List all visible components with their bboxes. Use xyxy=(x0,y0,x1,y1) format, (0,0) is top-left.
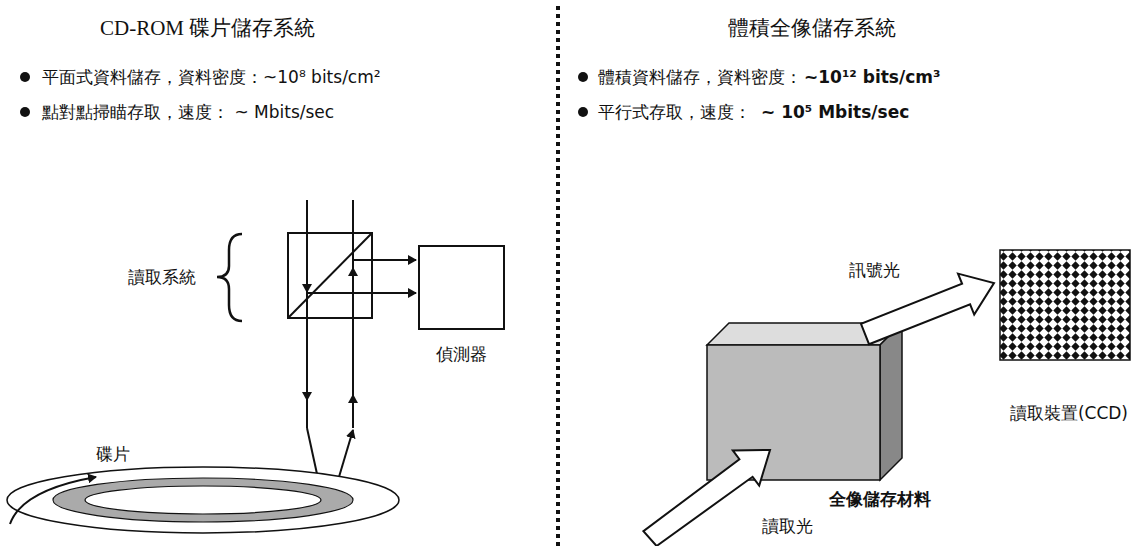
bullet-value: ~ 10⁵ Mbits/sec xyxy=(761,100,909,124)
part-label: 讀取系統 xyxy=(128,265,196,289)
node-label: 偵測器 xyxy=(436,343,487,365)
detector-box: 偵測器 xyxy=(418,245,505,330)
edge-label: 訊號光 xyxy=(849,259,900,281)
signal-arrow xyxy=(861,274,994,345)
storage-material: 全像儲存材料 xyxy=(705,322,905,482)
splitter-diagonal xyxy=(288,233,372,318)
bullet xyxy=(578,107,588,117)
cube-front xyxy=(707,345,880,480)
beam-label: 讀取光 xyxy=(762,514,813,538)
section-title: CD-ROM 碟片儲存系統 xyxy=(100,16,315,40)
node-label: 全像儲存材料 xyxy=(829,488,931,510)
disc xyxy=(7,467,399,533)
ccd-grid xyxy=(1000,250,1130,360)
part-label: 碟片 xyxy=(96,442,130,466)
bullet-text: 點對點掃瞄存取，速度： ~ Mbits/sec xyxy=(42,100,334,124)
disc-track xyxy=(53,478,353,522)
section-title: 體積全像儲存系統 xyxy=(728,16,896,40)
bullet xyxy=(20,72,30,82)
bullet-text: 體積資料儲存，資料密度： xyxy=(598,65,802,89)
beam-splitter xyxy=(288,233,372,318)
bullet-value: ~10¹² bits/cm³ xyxy=(804,65,940,89)
cube-side xyxy=(880,323,902,480)
light-beams xyxy=(307,200,416,497)
bracket xyxy=(217,234,242,321)
bullet xyxy=(20,107,30,117)
node-label: 讀取裝置(CCD) xyxy=(1010,402,1128,424)
read-beam-arrow xyxy=(643,450,770,546)
rotation-arrow xyxy=(10,477,96,524)
ccd-reader: 讀取裝置(CCD) xyxy=(1000,250,1130,360)
divider-line xyxy=(556,6,560,546)
bullet-text: 平面式資料儲存，資料密度：~10⁸ bits/cm² xyxy=(42,65,381,89)
bullet-text: 平行式存取，速度： xyxy=(598,100,751,124)
disc-hole xyxy=(85,486,321,514)
bullet xyxy=(578,72,588,82)
